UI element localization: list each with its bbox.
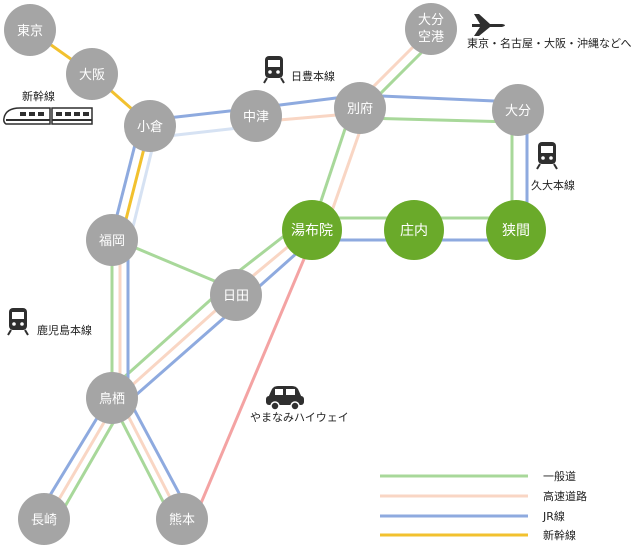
node-kokura-label: 小倉 — [137, 120, 163, 135]
node-tokyo-label: 東京 — [17, 23, 43, 39]
shinkansen-route — [29, 28, 152, 236]
node-osaka[interactable]: 大阪 — [66, 48, 118, 100]
node-nakatsu[interactable]: 中津 — [230, 90, 282, 142]
legend-expressway-label: 高速道路 — [543, 489, 587, 503]
road-hita-tosu — [110, 284, 228, 390]
legend: 一般道 高速道路 JR線 新幹線 — [380, 469, 587, 542]
legend-jr-line-label: JR線 — [542, 509, 565, 523]
road-beppu-oita — [359, 116, 517, 124]
kyudai-line-label: 久大本線 — [531, 178, 575, 192]
node-nagasaki[interactable]: 長崎 — [18, 493, 70, 545]
node-osaka-label: 大阪 — [79, 68, 105, 83]
yamanami-highway-label: やまなみハイウェイ — [250, 411, 349, 424]
node-kokura[interactable]: 小倉 — [124, 100, 176, 152]
node-hita-label: 日田 — [223, 289, 249, 304]
train-icon-kyudai — [536, 142, 558, 170]
node-oita-airport[interactable]: 大分 空港 — [405, 3, 457, 55]
kagoshima-line-label: 鹿児島本線 — [37, 323, 92, 337]
node-shonai[interactable]: 庄内 — [384, 200, 444, 260]
node-nagasaki-label: 長崎 — [31, 513, 57, 528]
node-tosu[interactable]: 鳥栖 — [86, 372, 138, 424]
airplane-icon — [472, 14, 505, 36]
legend-shinkansen-label: 新幹線 — [543, 528, 576, 542]
node-shonai-label: 庄内 — [400, 222, 428, 239]
node-oita-airport-label-1: 大分 — [418, 13, 444, 28]
nippo-line-label: 日豊本線 — [291, 69, 335, 83]
shinkansen-line-label: 新幹線 — [22, 89, 55, 103]
node-kumamoto[interactable]: 熊本 — [156, 493, 208, 545]
node-oita-label: 大分 — [505, 104, 531, 119]
node-yufuin[interactable]: 湯布院 — [282, 200, 342, 260]
node-tosu-label: 鳥栖 — [99, 392, 125, 407]
yamanami-highway-route — [194, 239, 314, 516]
jr-hita-tosu — [127, 300, 243, 404]
node-oita[interactable]: 大分 — [492, 84, 544, 136]
node-hasama-label: 狭間 — [502, 223, 530, 239]
node-tokyo[interactable]: 東京 — [4, 4, 56, 56]
legend-general-road-label: 一般道 — [543, 469, 576, 483]
node-hita[interactable]: 日田 — [210, 269, 262, 321]
car-icon — [266, 386, 304, 411]
bullet-train-icon — [3, 107, 93, 125]
train-icon-nippo — [263, 56, 285, 84]
node-hasama[interactable]: 狭間 — [486, 200, 546, 260]
train-icon-kagoshima — [7, 308, 29, 336]
expressway-tosu-kumamoto — [118, 399, 180, 514]
nodes: 東京 大阪 小倉 中津 別府 大分 空港 大分 福岡 — [4, 3, 546, 545]
jr-nippo-line — [149, 93, 517, 122]
node-oita-airport-label-2: 空港 — [418, 30, 444, 45]
node-nakatsu-label: 中津 — [243, 110, 269, 125]
node-fukuoka-label: 福岡 — [99, 234, 125, 249]
node-beppu[interactable]: 別府 — [334, 82, 386, 134]
node-kumamoto-label: 熊本 — [169, 512, 195, 528]
flights-destination-label: 東京・名古屋・大阪・沖縄などへ — [467, 36, 631, 50]
node-beppu-label: 別府 — [347, 102, 373, 117]
node-yufuin-label: 湯布院 — [291, 222, 333, 239]
node-fukuoka[interactable]: 福岡 — [86, 214, 138, 266]
jr-tosu-kumamoto — [126, 397, 190, 511]
expressway-hita-tosu — [118, 292, 236, 398]
